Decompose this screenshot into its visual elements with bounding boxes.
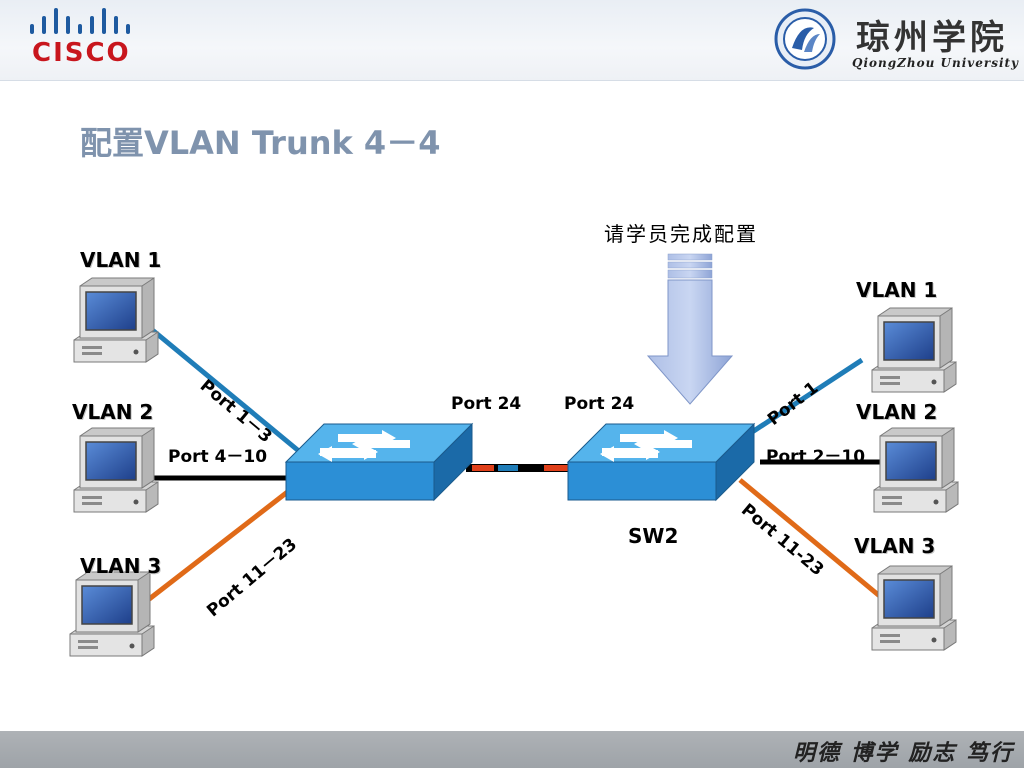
switch-right [567, 423, 755, 501]
left-vlan2-label: VLAN 2 [72, 400, 154, 424]
cisco-logo-icon [30, 8, 130, 34]
switch-right-name: SW2 [628, 524, 679, 548]
pc-right-vlan3 [871, 565, 957, 651]
instruction-text: 请学员完成配置 [604, 222, 758, 246]
pc-left-vlan1 [73, 277, 159, 363]
university-seal-icon [774, 8, 836, 70]
left-vlan1-label: VLAN 1 [80, 248, 162, 272]
left-vlan1-link [148, 326, 302, 454]
university-name-cn: 琼州学院 [856, 18, 1008, 58]
cisco-wordmark: CISCO [32, 38, 131, 68]
university-name-en: QiongZhou University [852, 56, 1020, 70]
footer-bar: 明德 博学 励志 笃行 [0, 731, 1024, 768]
university-motto: 明德 博学 励志 笃行 [793, 740, 1014, 766]
switch-left [285, 423, 473, 501]
left-port-vlan2-label: Port 4－10 [168, 447, 268, 467]
left-trunk-port-label: Port 24 [451, 394, 522, 414]
left-vlan3-link [146, 488, 292, 602]
pc-right-vlan1 [871, 307, 957, 393]
right-vlan3-link [738, 478, 884, 600]
right-vlan3-label: VLAN 3 [854, 534, 936, 558]
right-trunk-port-label: Port 24 [564, 394, 635, 414]
right-vlan1-label: VLAN 1 [856, 278, 938, 302]
pc-left-vlan3 [69, 571, 155, 657]
header-bar: CISCO 琼州学院 QiongZhou University [0, 0, 1024, 81]
right-port-vlan2-label: Port 2－10 [766, 447, 866, 467]
pc-left-vlan2 [73, 427, 159, 513]
trunk-link [466, 464, 574, 472]
slide-title: 配置VLAN Trunk 4－4 [80, 124, 441, 162]
down-arrow-icon [646, 253, 734, 405]
right-vlan1-link [738, 357, 864, 443]
pc-right-vlan2 [873, 427, 959, 513]
left-vlan3-label: VLAN 3 [80, 554, 162, 578]
right-vlan2-label: VLAN 2 [856, 400, 938, 424]
